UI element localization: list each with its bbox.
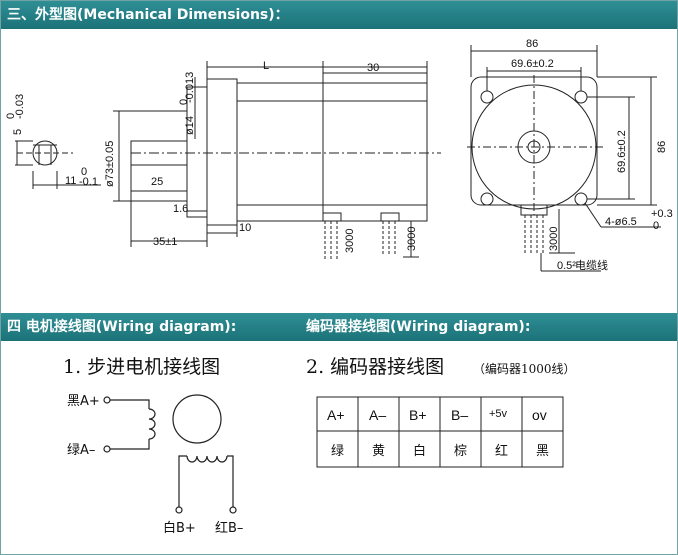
section-header-wiring: 四 电机接线图(Wiring diagram): 编码器接线图(Wiring d… <box>1 313 677 341</box>
wiring-title-left: 四 电机接线图(Wiring diagram): <box>7 319 237 335</box>
encoder-wiring-title: 2. 编码器接线图 <box>306 356 444 378</box>
dim-shaft-length: 25 <box>151 176 163 188</box>
dim-wire-note: 电缆线 <box>575 258 608 272</box>
motor-side-view <box>113 61 441 259</box>
dim-cable-2: 3000 <box>406 227 418 251</box>
encoder-signal-0v: ov <box>532 407 547 423</box>
dim-front-height: 86 <box>656 141 668 153</box>
dim-hole-dia: 4-ø6.5 <box>605 216 637 228</box>
dim-flat-depth: 11 <box>65 175 76 187</box>
dim-pilot-dia: ø73±0.05 <box>104 141 116 187</box>
section-header-dimensions: 三、外型图(Mechanical Dimensions)： <box>1 1 677 29</box>
dim-front-width: 86 <box>526 38 538 50</box>
dim-flat-tol-bot: -0.1 <box>79 176 98 188</box>
wire-b-plus: 白B+ <box>163 520 196 536</box>
encoder-color-white: 白 <box>413 443 426 459</box>
motor-front-view <box>467 45 661 272</box>
encoder-signal-a-plus: A+ <box>327 407 345 423</box>
dim-key-tol-top: 0 <box>5 113 17 119</box>
dim-gap: 10 <box>239 222 251 234</box>
encoder-signal-b-plus: B+ <box>409 407 427 423</box>
dim-front-cable: 3000 <box>548 227 560 251</box>
dim-shaft-tol-bot: -0.013 <box>184 72 196 103</box>
wire-a-minus: 绿A– <box>67 443 95 458</box>
encoder-color-black: 黑 <box>536 444 549 459</box>
dim-hole-tol-top: +0.3 <box>651 208 673 220</box>
encoder-wiring-diagram: 2. 编码器接线图 （编码器1000线） A+ A– B+ B– +5v ov … <box>306 356 576 468</box>
encoder-wiring-subtitle: （编码器1000线） <box>473 361 576 376</box>
dim-cable-1: 3000 <box>344 229 356 253</box>
encoder-color-yellow: 黄 <box>372 444 385 459</box>
encoder-color-brown: 棕 <box>454 444 467 459</box>
encoder-signal-b-minus: B– <box>451 407 468 423</box>
dimensions-title: 三、外型图(Mechanical Dimensions)： <box>7 7 289 23</box>
dim-flange-length: 35±1 <box>153 236 177 248</box>
dim-key-tol-bot: -0.03 <box>14 94 26 119</box>
wire-a-plus: 黑A+ <box>67 394 100 409</box>
dim-wire-gauge: 0.5² <box>557 260 576 272</box>
motor-wiring-title: 1. 步进电机接线图 <box>63 356 220 378</box>
dim-shaft-tol-top: 0 <box>178 99 190 105</box>
wire-b-minus: 红B– <box>215 520 243 536</box>
dim-encoder-length: 30 <box>367 62 379 74</box>
encoder-signal-a-minus: A– <box>369 407 386 423</box>
motor-wiring-diagram: 1. 步进电机接线图 黑A+ 绿A– 白B+ 红B– <box>63 356 243 536</box>
dim-hole-spacing: 69.6±0.2 <box>511 58 554 70</box>
dim-hole-spacing-v: 69.6±0.2 <box>616 130 628 173</box>
encoder-signal-5v: +5v <box>489 408 508 420</box>
dim-shaft-dia: ø14 <box>184 116 196 135</box>
dim-key-width: 5 <box>12 129 24 135</box>
dim-hole-tol-bot: 0 <box>653 220 659 232</box>
dim-flat-tol-top: 0 <box>81 166 87 178</box>
encoder-color-red: 红 <box>495 443 508 459</box>
dim-length: L <box>263 60 269 72</box>
shaft-end-view <box>15 140 101 189</box>
wiring-title-right: 编码器接线图(Wiring diagram): <box>306 319 531 335</box>
dim-flange-thickness: 1.6 <box>173 203 188 215</box>
encoder-color-green: 绿 <box>331 444 344 459</box>
